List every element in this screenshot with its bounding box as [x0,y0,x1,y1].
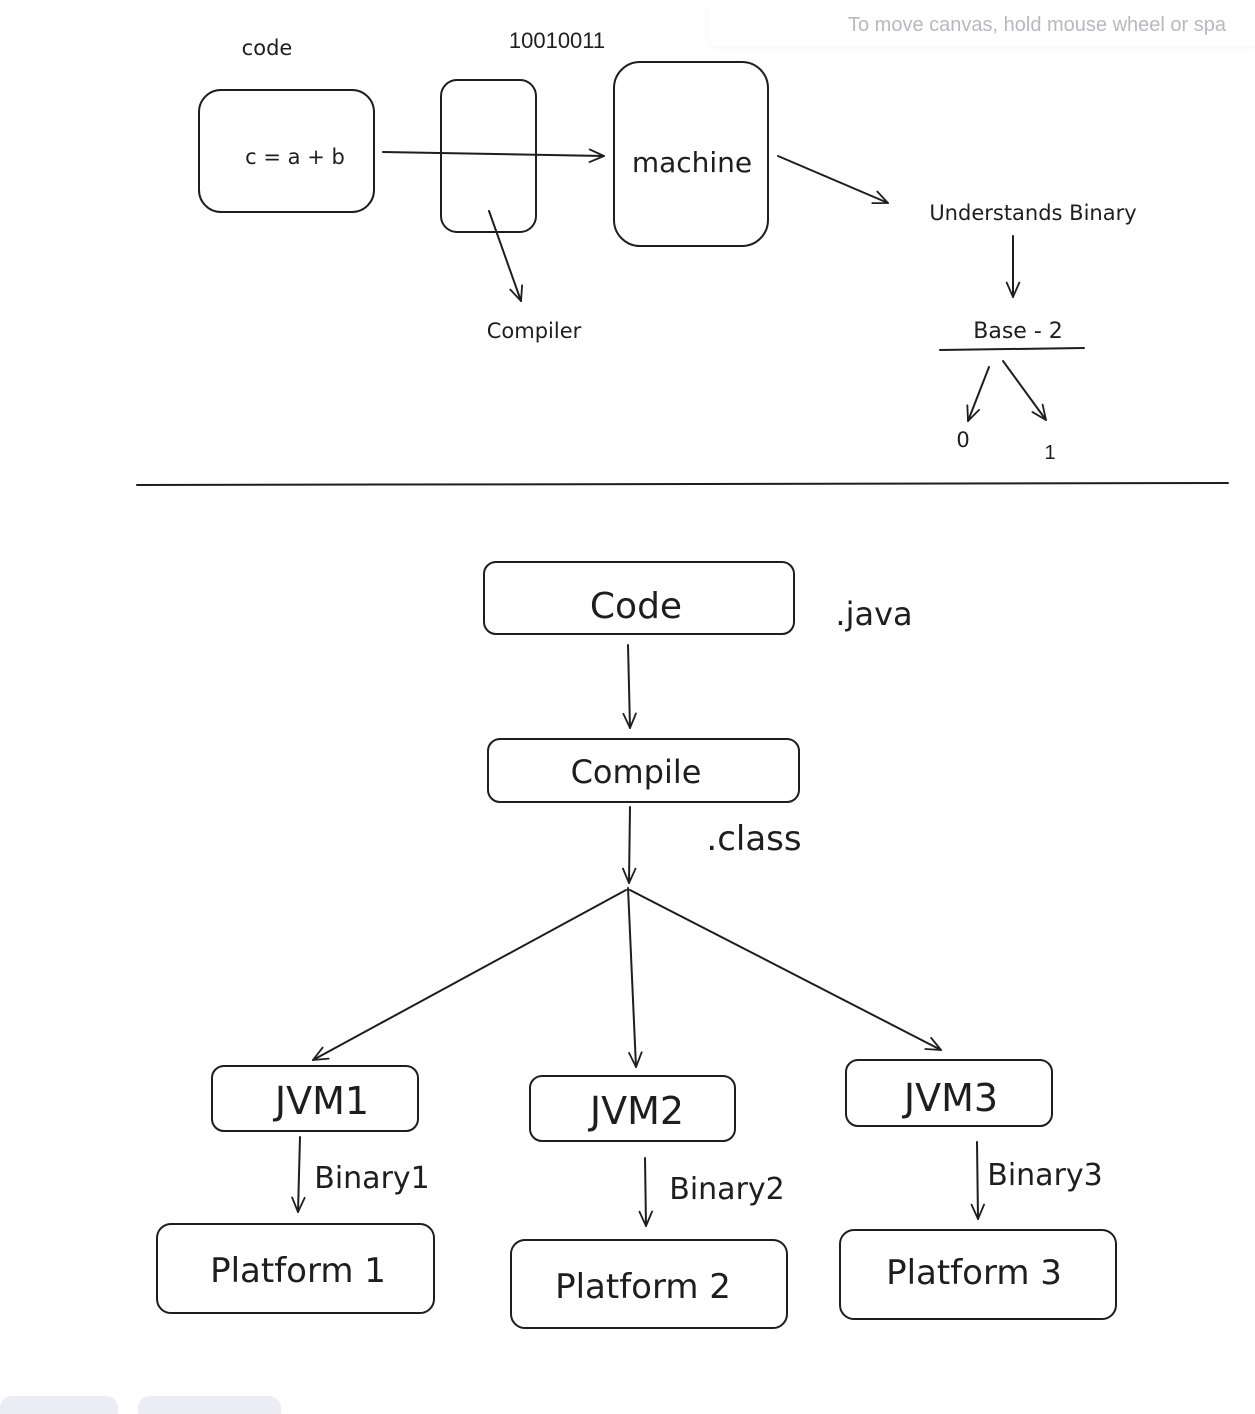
branch-to-jvm2-arrow[interactable] [627,887,643,1068]
code-to-compile-arrow[interactable] [622,644,637,729]
code-label: code [242,36,293,60]
base-underline[interactable] [939,347,1085,351]
jvm1-text: JVM1 [273,1079,369,1123]
compile-to-branch-arrow[interactable] [621,806,637,884]
compiler-pointer-arrow[interactable] [488,210,524,302]
platform2-text: Platform 2 [555,1267,731,1307]
digit-zero: 0 [956,428,969,452]
jvm2-box[interactable] [529,1075,736,1142]
code-to-machine-arrow[interactable] [382,148,605,163]
jvm3-box[interactable] [845,1059,1053,1127]
platform1-box[interactable] [156,1223,435,1314]
java-extension-label: .java [835,595,912,633]
understands-binary-label: Understands Binary [929,201,1136,225]
jvm2-text: JVM2 [588,1089,684,1133]
base-to-zero-arrow[interactable] [966,366,990,422]
class-extension-label: .class [706,819,801,859]
jvm2-to-platform2-arrow[interactable] [638,1157,653,1227]
compiler-box[interactable] [440,79,537,233]
binary-number-label: 10010011 [509,28,605,53]
base-two-label: Base - 2 [973,319,1063,344]
zoom-controls-button[interactable] [0,1396,118,1414]
binary3-label: Binary3 [987,1158,1103,1193]
jvm1-box[interactable] [211,1065,419,1132]
digit-one: 1 [1044,442,1055,464]
jvm1-to-platform1-arrow[interactable] [291,1136,306,1213]
branch-to-jvm1-arrow[interactable] [312,889,627,1061]
code-box-text: c = a + b [245,145,345,169]
compile-box[interactable] [487,738,800,803]
binary2-label: Binary2 [669,1172,785,1207]
machine-box-text: machine [632,146,752,179]
platform2-box[interactable] [510,1239,788,1329]
code-box[interactable] [198,89,375,213]
canvas-hint-bar [708,0,1255,46]
compile-box-text: Compile [571,753,702,791]
branch-to-jvm3-arrow[interactable] [629,889,942,1051]
jvm3-text: JVM3 [902,1076,998,1120]
machine-box[interactable] [613,61,769,247]
undo-redo-button[interactable] [138,1396,281,1414]
code-box-java[interactable] [483,561,795,635]
platform3-box[interactable] [839,1229,1117,1320]
platform3-text: Platform 3 [886,1253,1062,1293]
compiler-label: Compiler [487,319,582,343]
jvm3-to-platform3-arrow[interactable] [970,1141,986,1220]
binary1-label: Binary1 [314,1161,430,1196]
code-box-java-text: Code [590,586,682,627]
base-to-one-arrow[interactable] [1002,360,1047,421]
canvas-navigation-hint: To move canvas, hold mouse wheel or spa [848,14,1226,36]
machine-to-binary-arrow[interactable] [777,155,889,205]
section-divider[interactable] [136,482,1229,486]
platform1-text: Platform 1 [210,1251,386,1291]
